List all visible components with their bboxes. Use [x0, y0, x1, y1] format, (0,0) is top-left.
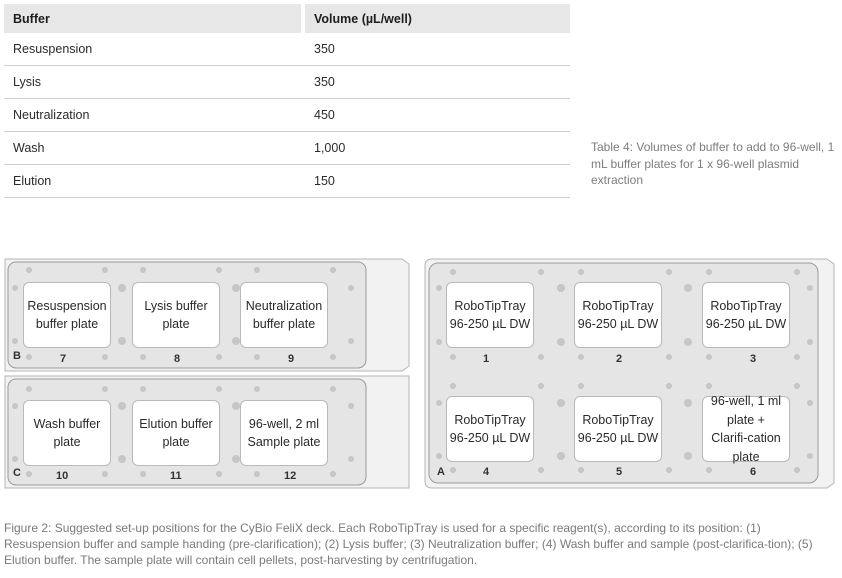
table-cell-buffer: Wash [4, 131, 301, 165]
slot-number: 2 [616, 353, 623, 365]
slot-number: 6 [750, 466, 757, 478]
table-cell-volume: 150 [305, 164, 570, 198]
table-cell-buffer: Lysis [4, 65, 301, 99]
deck-section-letter: B [13, 350, 21, 362]
buffer-volume-table: Buffer Volume (µL/well) Resuspension 350… [4, 4, 570, 198]
slot-number: 8 [174, 353, 181, 365]
deck-slot-11: Elution buffer plate [132, 400, 220, 466]
table-caption: Table 4: Volumes of buffer to add to 96-… [591, 140, 835, 187]
figure-caption: Figure 2: Suggested set-up positions for… [4, 521, 813, 567]
deck-section-letter: A [437, 466, 445, 478]
table-row: Resuspension 350 [4, 33, 570, 66]
deck-slot-2: RoboTipTray 96-250 µL DW [574, 282, 662, 348]
deck-section-letter: C [13, 467, 21, 479]
table-cell-volume: 1,000 [305, 131, 570, 165]
deck-slot-7: Resuspension buffer plate [23, 282, 111, 348]
slot-number: 10 [56, 470, 69, 482]
table-header-row: Buffer Volume (µL/well) [4, 4, 570, 33]
header-volume: Volume (µL/well) [305, 4, 570, 33]
slot-label: Elution buffer plate [139, 416, 213, 450]
deck-peg-dots [436, 269, 813, 473]
slot-label: 96-well, 1 ml plate + Clarifi-cation pla… [710, 394, 782, 464]
slot-number: 12 [284, 470, 297, 482]
deck-peg-dots [12, 386, 354, 477]
table-cell-volume: 350 [305, 65, 570, 99]
deck-section-b: Resuspension buffer plate Lysis buffer p… [4, 258, 411, 372]
deck-slot-4: RoboTipTray 96-250 µL DW [446, 396, 534, 462]
deck-peg-dots [12, 267, 354, 360]
header-buffer: Buffer [4, 4, 301, 33]
slot-label: RoboTipTray 96-250 µL DW [705, 298, 787, 332]
deck-slot-9: Neutralization buffer plate [240, 282, 328, 348]
table-cell-buffer: Neutralization [4, 98, 301, 132]
slot-label: RoboTipTray 96-250 µL DW [449, 412, 531, 446]
table-row: Elution 150 [4, 164, 570, 198]
slot-label: Neutralization buffer plate [245, 298, 323, 332]
slot-label: 96-well, 2 ml Sample plate [247, 416, 321, 450]
table-row: Neutralization 450 [4, 98, 570, 132]
deck-slot-6: 96-well, 1 ml plate + Clarifi-cation pla… [702, 394, 790, 464]
deck-slot-10: Wash buffer plate [23, 400, 111, 466]
deck-slot-3: RoboTipTray 96-250 µL DW [702, 282, 790, 348]
deck-slot-5: RoboTipTray 96-250 µL DW [574, 396, 662, 462]
table-cell-volume: 450 [305, 98, 570, 132]
table-row: Wash 1,000 [4, 131, 570, 165]
deck-section-a: RoboTipTray 96-250 µL DW RoboTipTray 96-… [424, 258, 835, 489]
deck-section-c: Wash buffer plate Elution buffer plate 9… [4, 375, 411, 489]
slot-label: RoboTipTray 96-250 µL DW [577, 412, 659, 446]
table-row: Lysis 350 [4, 65, 570, 99]
slot-number: 7 [60, 353, 67, 365]
slot-number: 5 [616, 466, 623, 478]
slot-number: 11 [170, 470, 182, 482]
deck-slot-8: Lysis buffer plate [132, 282, 220, 348]
table-cell-buffer: Resuspension [4, 33, 301, 66]
slot-number: 4 [483, 466, 490, 478]
slot-label: Resuspension buffer plate [27, 298, 107, 332]
slot-label: RoboTipTray 96-250 µL DW [577, 298, 659, 332]
table-cell-buffer: Elution [4, 164, 301, 198]
deck-slot-1: RoboTipTray 96-250 µL DW [446, 282, 534, 348]
slot-label: RoboTipTray 96-250 µL DW [449, 298, 531, 332]
table-cell-volume: 350 [305, 33, 570, 66]
slot-label: Wash buffer plate [33, 416, 101, 450]
deck-slot-12: 96-well, 2 ml Sample plate [240, 400, 328, 466]
slot-number: 9 [288, 353, 295, 365]
slot-number: 1 [483, 353, 490, 365]
slot-number: 3 [750, 353, 757, 365]
slot-label: Lysis buffer plate [144, 298, 208, 332]
